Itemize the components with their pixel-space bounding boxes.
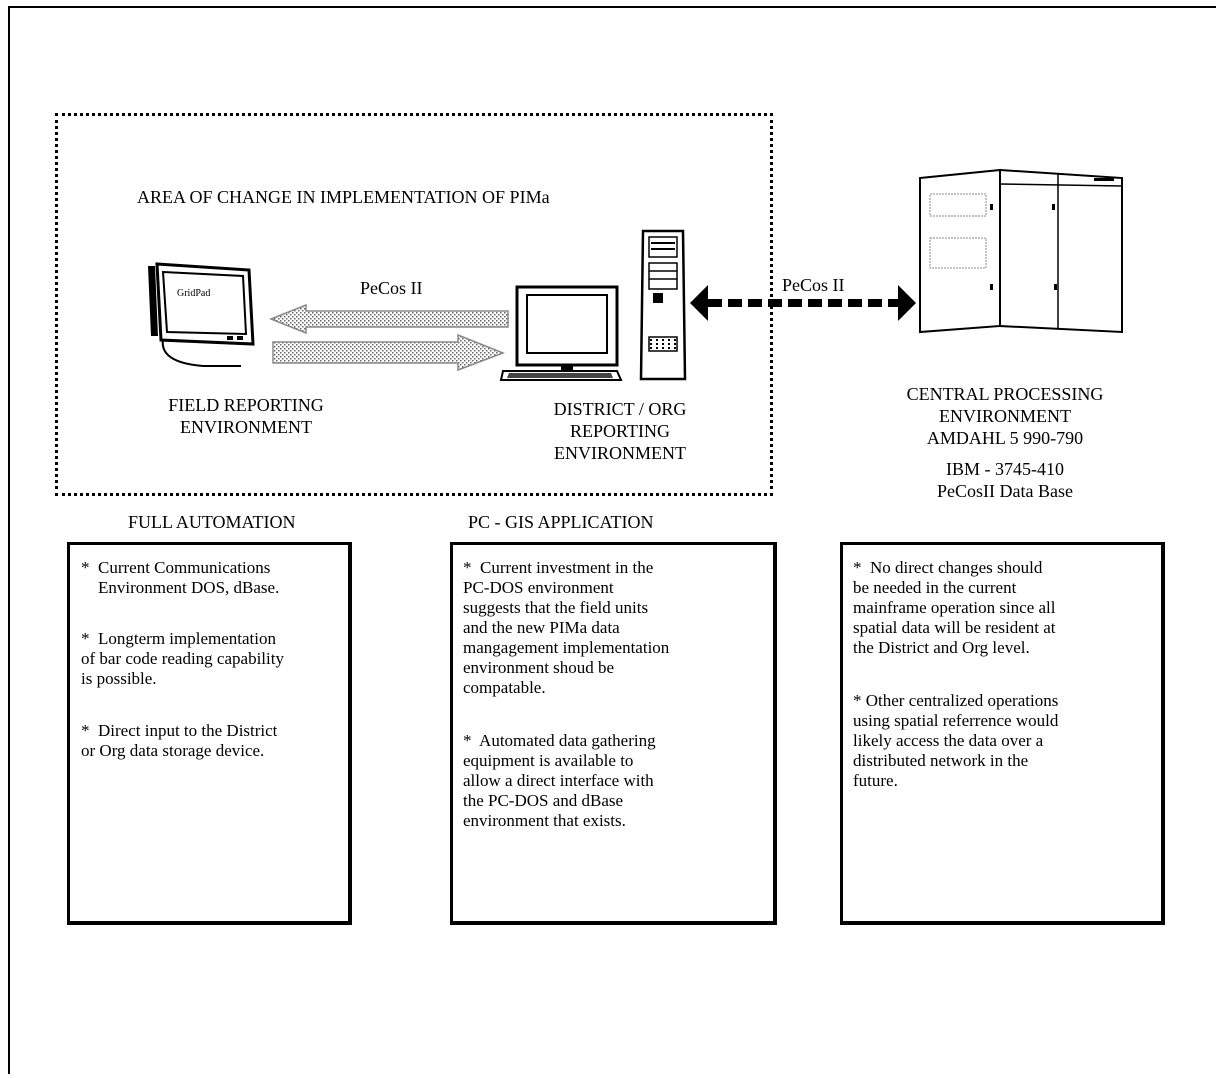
section-title-full-automation: FULL AUTOMATION bbox=[128, 511, 296, 533]
tower-server-icon bbox=[637, 229, 689, 381]
box-line: PC-DOS environment bbox=[463, 578, 614, 598]
gridpad-tablet-icon: GridPad bbox=[143, 262, 263, 374]
box-line: Environment DOS, dBase. bbox=[81, 578, 279, 598]
gridpad-screen-label: GridPad bbox=[177, 288, 210, 299]
box-line: distributed network in the bbox=[853, 751, 1028, 771]
box-line: compatable. bbox=[463, 678, 546, 698]
box-line: of bar code reading capability bbox=[81, 649, 284, 669]
box-line: environment shoud be bbox=[463, 658, 614, 678]
district-environment-line: REPORTING bbox=[500, 420, 740, 442]
box-line: * No direct changes should bbox=[853, 558, 1042, 578]
central-processing-box: * No direct changes should be needed in … bbox=[840, 542, 1165, 925]
box-line: * Current Communications bbox=[81, 558, 270, 578]
box-line: * Direct input to the District bbox=[81, 721, 277, 741]
box-line: equipment is available to bbox=[463, 751, 633, 771]
box-line: future. bbox=[853, 771, 898, 791]
district-environment-line: DISTRICT / ORG bbox=[500, 398, 740, 420]
desktop-computer-icon bbox=[499, 283, 629, 383]
left-link-label: PeCos II bbox=[360, 277, 423, 299]
box-line: or Org data storage device. bbox=[81, 741, 264, 761]
field-link-arrows bbox=[268, 300, 518, 380]
box-line: and the new PIMa data bbox=[463, 618, 620, 638]
box-line: * Automated data gathering bbox=[463, 731, 656, 751]
box-line: is possible. bbox=[81, 669, 157, 689]
box-line: the District and Org level. bbox=[853, 638, 1030, 658]
box-line: suggests that the field units bbox=[463, 598, 648, 618]
mainframe-cabinet-icon bbox=[918, 168, 1126, 338]
full-automation-box: * Current Communications Environment DOS… bbox=[67, 542, 352, 925]
central-environment-line: AMDAHL 5 990-790 bbox=[860, 427, 1150, 449]
field-environment-label: FIELD REPORTING ENVIRONMENT bbox=[121, 394, 371, 438]
district-environment-line: ENVIRONMENT bbox=[500, 442, 740, 464]
box-line: mainframe operation since all bbox=[853, 598, 1056, 618]
box-line: * Current investment in the bbox=[463, 558, 653, 578]
central-environment-line: ENVIRONMENT bbox=[860, 405, 1150, 427]
right-link-label: PeCos II bbox=[782, 274, 845, 296]
field-environment-line: FIELD REPORTING bbox=[121, 394, 371, 416]
box-line: spatial data will be resident at bbox=[853, 618, 1056, 638]
box-line: mangagement implementation bbox=[463, 638, 669, 658]
box-line: the PC-DOS and dBase bbox=[463, 791, 623, 811]
district-environment-label: DISTRICT / ORG REPORTING ENVIRONMENT bbox=[500, 398, 740, 464]
box-line: using spatial referrence would bbox=[853, 711, 1058, 731]
box-line: * Other centralized operations bbox=[853, 691, 1058, 711]
central-environment-line: PeCosII Data Base bbox=[860, 480, 1150, 502]
arrow-to-field bbox=[271, 305, 508, 333]
central-environment-label: CENTRAL PROCESSING ENVIRONMENT AMDAHL 5 … bbox=[860, 383, 1150, 502]
box-line: allow a direct interface with bbox=[463, 771, 654, 791]
pc-gis-box: * Current investment in the PC-DOS envir… bbox=[450, 542, 777, 925]
area-title: AREA OF CHANGE IN IMPLEMENTATION OF PIMa bbox=[137, 186, 550, 208]
box-line: environment that exists. bbox=[463, 811, 626, 831]
box-line: * Longterm implementation bbox=[81, 629, 276, 649]
central-environment-line: CENTRAL PROCESSING bbox=[860, 383, 1150, 405]
section-title-pc-gis: PC - GIS APPLICATION bbox=[468, 511, 654, 533]
box-line: be needed in the current bbox=[853, 578, 1016, 598]
central-environment-line: IBM - 3745-410 bbox=[860, 458, 1150, 480]
field-environment-line: ENVIRONMENT bbox=[121, 416, 371, 438]
arrow-to-district bbox=[273, 335, 503, 370]
box-line: likely access the data over a bbox=[853, 731, 1043, 751]
